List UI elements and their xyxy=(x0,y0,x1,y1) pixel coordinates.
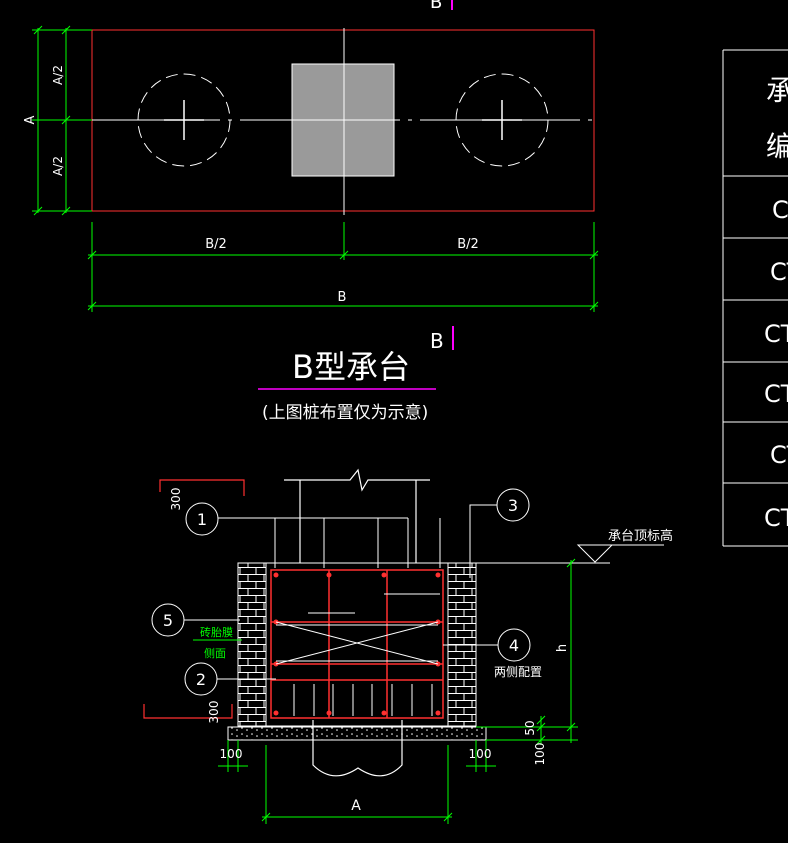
pile-cap-table: 承 编 CT CT CT CT CT CT xyxy=(722,49,788,547)
svg-text:4: 4 xyxy=(509,636,519,655)
reinforcement-cage xyxy=(270,569,444,719)
dim-a-bottom xyxy=(261,745,453,824)
dim-a-bottom-label: A xyxy=(351,798,361,814)
dim-b-label: B xyxy=(338,290,347,305)
cushion-layer xyxy=(227,726,487,741)
table-row-label: CT xyxy=(770,258,788,286)
rebar-dots xyxy=(273,572,441,716)
drawing-title: B B型承台 (上图桩布置仅为示意) xyxy=(258,326,454,423)
dim-300-bottom: 300 xyxy=(207,701,221,724)
side-rebar-label: 两侧配置 xyxy=(494,665,542,679)
dim-100-right-label: 100 xyxy=(469,747,492,761)
table-header-line1: 承 xyxy=(766,74,788,107)
column-break xyxy=(284,468,430,563)
callout-3: 3 xyxy=(469,488,530,578)
dim-100-bottom xyxy=(218,740,496,772)
pile-right xyxy=(455,73,549,167)
cap-outline xyxy=(265,562,449,727)
dim-100-mid-label: 100 xyxy=(533,743,547,766)
top-elevation-label: 承台顶标高 xyxy=(608,528,673,544)
svg-text:1: 1 xyxy=(197,510,207,529)
dim-a-half-bottom-label: A/2 xyxy=(51,156,65,176)
pile-anchor-bars xyxy=(293,684,433,716)
dim-50-label: 50 xyxy=(523,720,537,735)
pile-left xyxy=(137,73,231,167)
dim-a-half-top-label: A/2 xyxy=(51,65,65,85)
dim-100-left-label: 100 xyxy=(220,747,243,761)
section-view: 300 300 1 2 3 4 5 砖胎膜 侧面 xyxy=(143,468,673,824)
plan-view: B xyxy=(23,0,600,312)
column-rebars xyxy=(218,517,441,568)
table-row-label: CT xyxy=(764,504,788,532)
section-mark-top: B xyxy=(430,0,442,13)
brick-label-2: 侧面 xyxy=(204,647,226,660)
cross-ties xyxy=(275,593,440,665)
dim-a-label: A xyxy=(23,115,38,124)
table-row-label: CT xyxy=(772,196,788,224)
brick-label-1: 砖胎膜 xyxy=(200,625,233,639)
dim-a-left xyxy=(32,25,92,216)
dim-50-100 xyxy=(536,715,546,745)
top-elevation-marker xyxy=(476,544,664,564)
title-note: (上图桩布置仅为示意) xyxy=(262,403,428,423)
dim-b-half-right-label: B/2 xyxy=(457,237,479,252)
dim-b-bottom xyxy=(87,222,599,312)
table-row-label: CT xyxy=(770,441,788,469)
title-main: B型承台 xyxy=(292,348,410,386)
svg-text:3: 3 xyxy=(508,496,518,515)
table-header-line2: 编 xyxy=(766,130,788,163)
callout-4: 4 xyxy=(443,628,531,662)
svg-text:5: 5 xyxy=(163,611,173,630)
callout-5: 5 xyxy=(151,603,240,637)
dim-h-label: h xyxy=(555,644,570,652)
brick-wall-left xyxy=(237,562,267,727)
dim-h xyxy=(476,558,578,743)
pile-head xyxy=(312,720,403,777)
callout-2: 2 xyxy=(184,662,276,696)
svg-text:2: 2 xyxy=(196,670,206,689)
callout-1: 1 xyxy=(185,502,219,536)
dim-300-top: 300 xyxy=(169,488,183,511)
section-mark-title: B xyxy=(430,329,444,353)
dim-b-half-left-label: B/2 xyxy=(205,237,227,252)
table-row-label: CT xyxy=(764,380,788,408)
table-row-label: CT xyxy=(764,320,788,348)
marks-300 xyxy=(143,479,245,719)
